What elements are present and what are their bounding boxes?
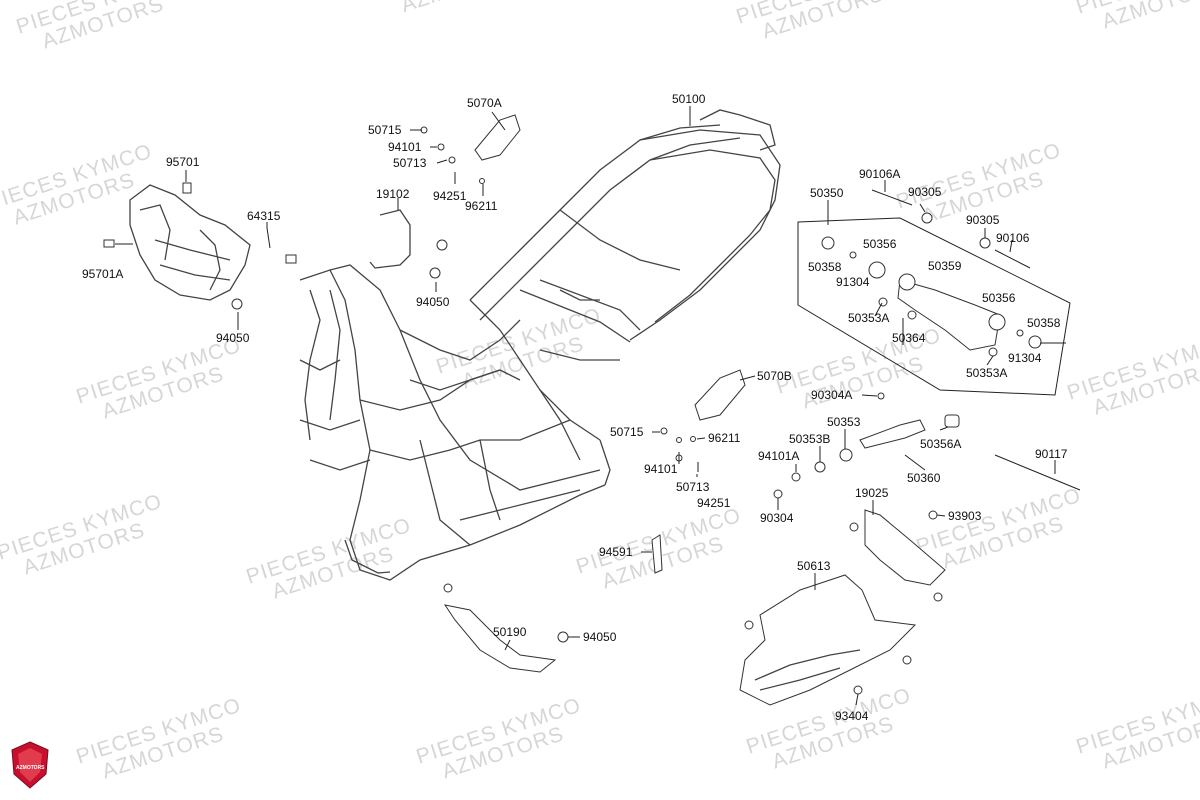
main-frame-drawing	[299, 109, 781, 581]
part-label: 50715	[610, 425, 644, 439]
part-label: 5070B	[757, 369, 792, 383]
part-label: 64315	[247, 209, 281, 223]
part-labels: 50100 5070A 50715 94101 50713 94251 9621…	[82, 92, 1068, 723]
small-parts-drawing	[103, 114, 1081, 706]
part-label: 90117	[1035, 447, 1068, 461]
part-label: 91304	[836, 275, 870, 289]
part-label: 90106A	[859, 167, 900, 181]
part-label: 94050	[583, 630, 617, 644]
part-label: 95701	[166, 155, 200, 169]
part-label: 96211	[465, 199, 498, 213]
part-label: 94591	[599, 545, 633, 559]
part-label: 50715	[368, 123, 402, 137]
part-label: 94251	[697, 496, 731, 510]
part-label: 93903	[948, 509, 982, 523]
part-label: 50358	[1027, 316, 1061, 330]
part-label: 5070A	[467, 96, 502, 110]
part-label: 50353A	[848, 311, 889, 325]
part-label: 50350	[810, 186, 844, 200]
part-label: 50353A	[966, 366, 1007, 380]
engine-bracket-drawing	[129, 184, 251, 301]
part-label: 94050	[416, 295, 450, 309]
logo-text: AZMOTORS	[16, 765, 45, 771]
part-label: 90305	[966, 213, 1000, 227]
watermark-line1: PIECES KYMCO	[372, 0, 543, 2]
part-label: 50353B	[789, 432, 830, 446]
part-label: 50613	[797, 559, 831, 573]
part-label: 94101	[644, 462, 678, 476]
part-label: 94050	[216, 331, 250, 345]
part-label: 50356	[982, 291, 1016, 305]
part-label: 50356A	[920, 437, 961, 451]
leader-lines	[115, 106, 1066, 706]
part-label: 50359	[928, 259, 962, 273]
part-label: 19025	[855, 486, 889, 500]
part-label: 50360	[907, 471, 941, 485]
part-label: 50190	[493, 625, 527, 639]
part-label: 50713	[676, 480, 710, 494]
part-label: 50713	[393, 156, 427, 170]
part-label: 50364	[892, 331, 926, 345]
part-label: 90304	[760, 511, 794, 525]
part-label: 94101A	[758, 449, 799, 463]
part-label: 95701A	[82, 267, 123, 281]
part-label: 90106	[996, 231, 1030, 245]
part-label: 94251	[433, 189, 467, 203]
part-label: 91304	[1008, 351, 1042, 365]
group-box-50350	[797, 217, 1071, 396]
part-label: 19102	[376, 187, 410, 201]
part-label: 50358	[808, 260, 842, 274]
part-label: 50100	[672, 92, 706, 106]
watermark-line2: AZMOTORS	[398, 0, 526, 17]
part-label: 90305	[908, 185, 942, 199]
part-label: 96211	[708, 431, 741, 445]
part-label: 50353	[827, 415, 861, 429]
part-label: 94101	[388, 140, 422, 154]
part-label: 93404	[835, 709, 869, 723]
brand-logo: AZMOTORS	[11, 741, 49, 789]
part-label: 90304A	[811, 388, 852, 402]
part-label: 50356	[863, 237, 897, 251]
